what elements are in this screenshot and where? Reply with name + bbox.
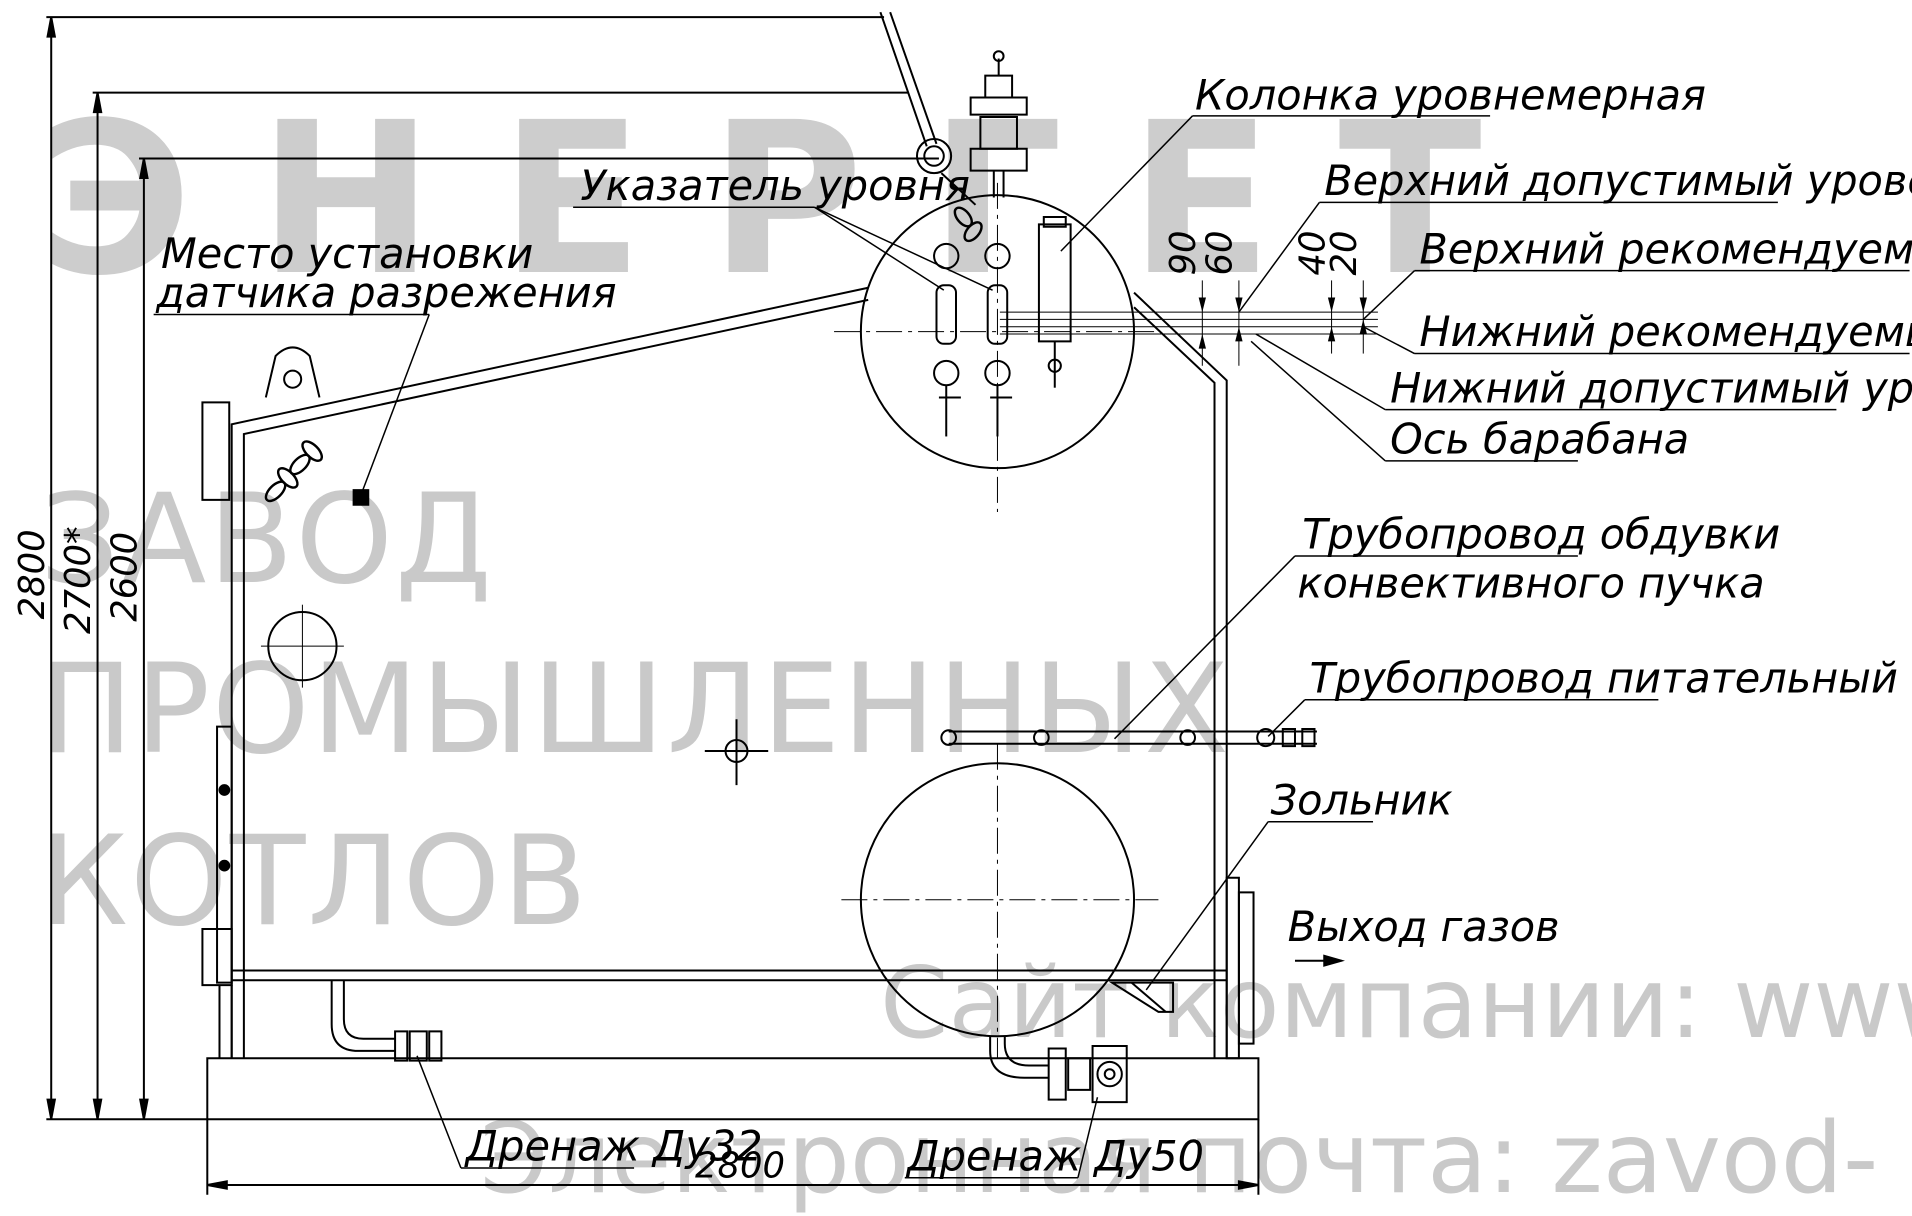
- drain-du50-assembly: [990, 1036, 1127, 1102]
- label-upper-allowed: Верхний допустимый уровень(ВДУ): [1324, 157, 1912, 205]
- label-sensor-place-2: датчика разрежения: [155, 269, 617, 317]
- dim-90: 90: [1163, 231, 1204, 276]
- gauge-detail: [834, 183, 1158, 512]
- label-level-indicator: Указатель уровня: [580, 162, 969, 210]
- label-level-column: Колонка уровнемерная: [1195, 72, 1706, 120]
- drain-du32-assembly: [332, 980, 442, 1060]
- watermark-company-line-2: ПРОМЫШЛЕННЫХ: [40, 638, 1232, 782]
- watermark-company-line-3: КОТЛОВ: [40, 810, 590, 954]
- height-dimensions: [46, 17, 939, 1119]
- label-lower-allowed: Нижний допустимый уровень(НДУ): [1390, 364, 1912, 412]
- label-blowdown-1: Трубопровод обдувки: [1302, 511, 1780, 559]
- label-feed-pipe: Трубопровод питательный: [1310, 654, 1898, 702]
- dim-40: 40: [1292, 231, 1333, 276]
- label-ash-pit: Зольник: [1271, 776, 1453, 824]
- label-upper-recommended: Верхний рекомендуемый уровень(ВРУ): [1419, 225, 1912, 273]
- base-frame: [207, 1058, 1258, 1119]
- ash-pit: [1112, 983, 1173, 1012]
- dim-overall-length: 2800: [695, 1146, 785, 1187]
- dim-overall-height: 2800: [12, 529, 53, 619]
- dim-20: 20: [1324, 231, 1365, 276]
- watermark-brand: ЭНЕРГЕТ: [38, 77, 1548, 322]
- lifting-chain: [880, 12, 975, 205]
- length-dimension: [207, 1119, 1258, 1195]
- label-lower-recommended: Нижний рекомендуемый уровень(НРУ): [1419, 308, 1912, 356]
- lower-drum: [841, 744, 1158, 1059]
- watermark-email: Электронная почта: zavod-: [480, 1102, 1879, 1216]
- dim-60: 60: [1200, 231, 1241, 276]
- boiler-body: [202, 288, 1226, 1059]
- label-drain-50: Дренаж Ду50: [905, 1132, 1204, 1180]
- gas-outlet-flange: [1227, 878, 1342, 1058]
- label-drain-32: Дренаж Ду32: [464, 1123, 763, 1171]
- level-dimension-lines: [1000, 280, 1378, 365]
- label-blowdown-2: конвективного пучка: [1297, 559, 1764, 607]
- leader-lines: [154, 116, 1910, 1178]
- dim-height-2600: 2600: [105, 532, 146, 622]
- label-sensor-place-1: Место установки: [161, 230, 533, 278]
- dim-height-2700: 2700*: [58, 526, 99, 634]
- safety-valve: [971, 51, 1027, 197]
- label-drum-axis: Ось барабана: [1390, 416, 1689, 464]
- label-gas-outlet: Выход газов: [1288, 903, 1560, 951]
- feed-pipeline: [941, 729, 1317, 746]
